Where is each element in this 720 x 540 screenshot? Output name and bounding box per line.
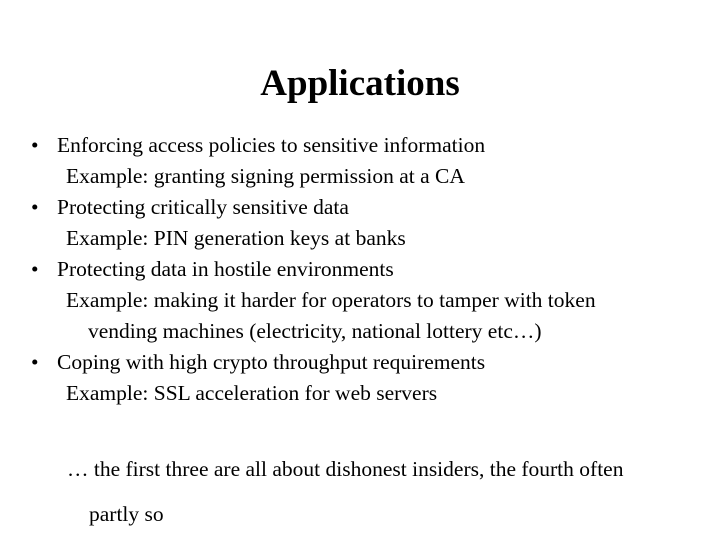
bullet-item-3-example-line-1: Example: making it harder for operators … [66,288,596,312]
bullet-group-2: • Protecting critically sensitive data E… [0,192,720,254]
bullet-item-4: • Coping with high crypto throughput req… [0,347,720,378]
bullet-item-2-label: Protecting critically sensitive data [57,195,349,219]
bullet-item-1-label: Enforcing access policies to sensitive i… [57,133,486,157]
bullet-item-3-example-line-2: vending machines (electricity, national … [88,319,542,343]
bullet-group-3: • Protecting data in hostile environment… [0,254,720,347]
closing-note-line-2: partly so [89,502,164,526]
slide-body: • Enforcing access policies to sensitive… [0,130,720,530]
bullet-item-4-label: Coping with high crypto throughput requi… [57,350,486,374]
bullet-item-2-example-line-1: Example: PIN generation keys at banks [66,226,406,250]
bullet-group-4: • Coping with high crypto throughput req… [0,347,720,409]
bullet-item-1-example-line-1: Example: granting signing permission at … [66,164,465,188]
bullet-group-1: • Enforcing access policies to sensitive… [0,130,720,192]
bullet-item-4-example-line-1: Example: SSL acceleration for web server… [66,381,438,405]
body-spacer [0,409,720,440]
bullet-item-3-label: Protecting data in hostile environments [57,257,394,281]
bullet-marker-icon: • [31,350,39,374]
bullet-item-1: • Enforcing access policies to sensitive… [0,130,720,161]
bullet-marker-icon: • [31,133,39,157]
bullet-marker-icon: • [31,195,39,219]
bullet-marker-icon: • [31,257,39,281]
bullet-item-3: • Protecting data in hostile environment… [0,254,720,285]
page-title: Applications [260,63,460,104]
closing-note-line-1: … the first three are all about dishones… [67,457,624,481]
bullet-item-2: • Protecting critically sensitive data [0,192,720,223]
closing-note: … the first three are all about dishones… [0,454,720,530]
